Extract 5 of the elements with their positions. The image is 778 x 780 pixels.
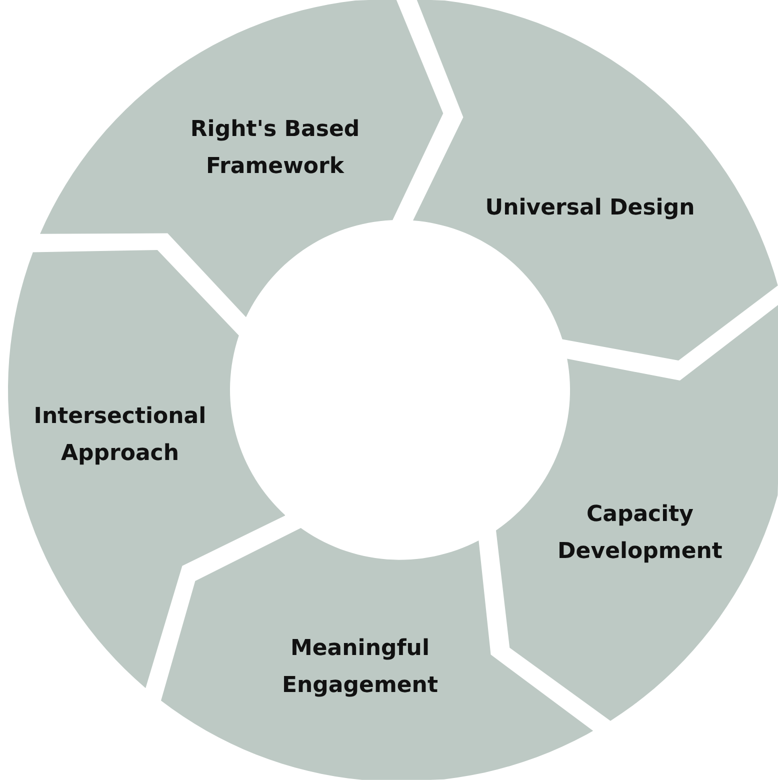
segment-label: Intersectional Approach xyxy=(32,402,208,468)
segment-label: Universal Design xyxy=(484,194,696,222)
segment-label: Capacity Development xyxy=(556,500,724,566)
segment-label: Meaningful Engagement xyxy=(280,634,439,700)
segment-label: Right's Based Framework xyxy=(189,116,361,181)
